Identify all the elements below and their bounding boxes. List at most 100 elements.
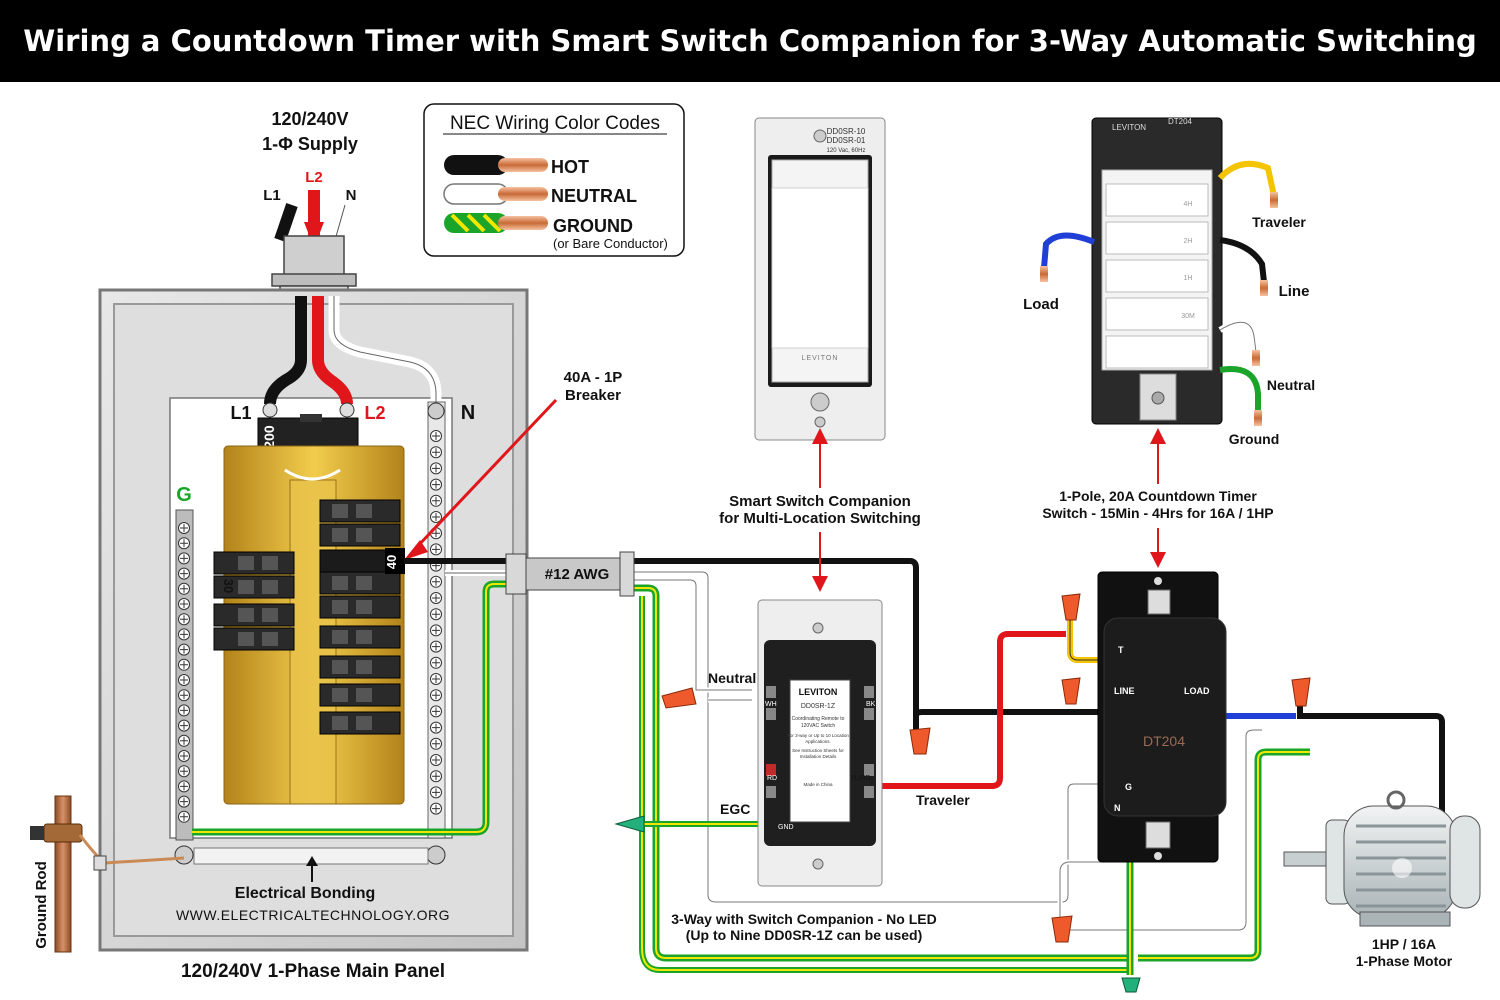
- timer-front-brand: LEVITON: [1112, 123, 1146, 132]
- wire-nuts: [614, 593, 1311, 993]
- companion-terminal-wh: WH: [765, 701, 777, 708]
- legend-ground-note: (or Bare Conductor): [553, 236, 668, 251]
- breaker-right-7: [319, 683, 401, 707]
- color-code-legend: NEC Wiring Color Codes HOT NEUTRAL GROUN…: [423, 103, 685, 257]
- companion-terminal-bk: BK: [866, 701, 876, 708]
- bonding-label: Electrical Bonding: [235, 885, 375, 902]
- ground-rod: [30, 795, 185, 953]
- note-line1: 3-Way with Switch Companion - No LED: [671, 911, 936, 927]
- supply-voltage: 120/240V: [271, 109, 348, 129]
- companion-back-desc-6: Installation Details: [800, 754, 837, 759]
- companion-back-brand: LEVITON: [799, 687, 838, 697]
- panel-g-label: G: [176, 484, 192, 506]
- legend-neutral-label: NEUTRAL: [551, 186, 637, 206]
- legend-neutral-wire: [443, 183, 548, 205]
- breaker-right-8: [319, 711, 401, 735]
- timer-btn-2h: 2H: [1184, 238, 1193, 245]
- companion-back-desc-2: 120VAC Switch: [801, 723, 836, 729]
- breaker-left-3: [213, 603, 295, 627]
- breaker-column-left: [213, 551, 295, 651]
- companion-label-line2: for Multi-Location Switching: [719, 510, 921, 527]
- panel-l2-label: L2: [364, 403, 385, 423]
- timer-arrow-up: [1150, 428, 1166, 484]
- circuit-wires: [192, 558, 1445, 975]
- legend-ground-wire: [444, 213, 548, 233]
- timer-label-line1: 1-Pole, 20A Countdown Timer: [1059, 488, 1257, 504]
- neutral-bar: [426, 401, 446, 865]
- breaker-callout-line1: 40A - 1P: [564, 369, 623, 386]
- timer-buttons: [1105, 183, 1209, 369]
- companion-front-device: DD0SR-10 DD0SR-01 120 Vac, 60Hz LEVITON: [754, 117, 886, 441]
- breaker-right-3: [319, 571, 401, 595]
- wire-label-egc: EGC: [720, 801, 750, 817]
- ground-bar: [174, 509, 194, 865]
- conduit-connector: [271, 235, 357, 297]
- supply-l1-label: L1: [263, 187, 281, 204]
- companion-back-desc-1: Coordinating Remote to: [792, 716, 845, 722]
- ground-rod-label: Ground Rod: [33, 861, 50, 948]
- breaker-left-1: [213, 551, 295, 575]
- timer-wire-neutral: Neutral: [1267, 377, 1315, 393]
- note-line2: (Up to Nine DD0SR-1Z can be used): [686, 927, 922, 943]
- companion-back-made: Made in China: [803, 782, 833, 787]
- companion-back-desc-4: Applications.: [805, 739, 831, 744]
- motor-type: 1-Phase Motor: [1356, 953, 1453, 969]
- timer-btn-1h: 1H: [1184, 275, 1193, 282]
- supply-label: 120/240V 1-Φ Supply L1 L2 N: [262, 109, 358, 204]
- legend-hot-wire: [444, 155, 548, 175]
- companion-terminal-gnd: GND: [778, 824, 794, 831]
- companion-front-rating: 120 Vac, 60Hz: [827, 148, 866, 154]
- breaker-callout: 40A - 1P Breaker: [404, 369, 622, 560]
- companion-terminal-rd: RD: [767, 775, 777, 782]
- supply-phase: 1-Φ Supply: [262, 134, 358, 154]
- main-breaker-rating: 200: [261, 425, 277, 449]
- breaker-right-6: [319, 655, 401, 679]
- timer-button-2: [1105, 221, 1209, 255]
- companion-back-device: LEVITON DD0SR-1Z Coordinating Remote to …: [757, 599, 883, 887]
- breaker-right-2: [319, 523, 401, 547]
- breaker-column-right: [319, 499, 401, 735]
- companion-arrow-up: [812, 428, 828, 488]
- wire-label-traveler: Traveler: [916, 792, 970, 808]
- companion-terminal-yl: YL/RD: [850, 775, 871, 782]
- timer-terminal-g: G: [1125, 782, 1132, 792]
- timer-front-device: LEVITON DT204 4H 2H 1H 30M: [1091, 117, 1223, 425]
- breaker-left-4: [213, 627, 295, 651]
- motor: [1283, 790, 1481, 927]
- timer-back-device: DT204 T LINE LOAD G N: [1097, 571, 1227, 863]
- timer-wire-load: Load: [1023, 296, 1059, 313]
- timer-lead-wires: [1040, 160, 1278, 426]
- companion-front-model-1: DD0SR-10: [827, 127, 866, 136]
- legend-title: NEC Wiring Color Codes: [450, 113, 660, 134]
- timer-button-5: [1105, 335, 1209, 369]
- timer-wire-ground: Ground: [1229, 431, 1280, 447]
- companion-back-desc-3: For 3-way or Up to 10 Location: [787, 733, 849, 738]
- bonding-strap: [193, 847, 429, 882]
- timer-terminal-line: LINE: [1114, 686, 1135, 696]
- timer-label-line2: Switch - 15Min - 4Hrs for 16A / 1HP: [1042, 505, 1273, 521]
- awg-cable: [505, 551, 635, 597]
- page-title: Wiring a Countdown Timer with Smart Swit…: [0, 0, 1500, 82]
- breaker-callout-line2: Breaker: [565, 387, 621, 404]
- timer-button-1: [1105, 183, 1209, 217]
- timer-terminal-t: T: [1118, 645, 1124, 655]
- companion-arrow-down: [812, 532, 828, 592]
- timer-btn-4h: 4H: [1184, 201, 1193, 208]
- breaker-40a: 40: [319, 548, 405, 574]
- breaker-right-1: [319, 499, 401, 523]
- legend-ground-label: GROUND: [553, 216, 633, 236]
- companion-label-line1: Smart Switch Companion: [729, 493, 911, 510]
- panel-l1-label: L1: [230, 403, 251, 423]
- timer-front-model: DT204: [1168, 117, 1193, 126]
- timer-terminal-load: LOAD: [1184, 686, 1210, 696]
- motor-rating: 1HP / 16A: [1372, 936, 1436, 952]
- main-panel: L1 L2 N G 200: [98, 288, 529, 952]
- companion-front-model-2: DD0SR-01: [827, 136, 866, 145]
- timer-back-model: DT204: [1143, 733, 1185, 749]
- companion-back-model: DD0SR-1Z: [801, 703, 836, 710]
- companion-front-brand: LEVITON: [802, 355, 839, 362]
- breaker-40-label: 40: [384, 555, 399, 569]
- companion-back-desc-5: See Instruction Sheets for: [792, 748, 844, 753]
